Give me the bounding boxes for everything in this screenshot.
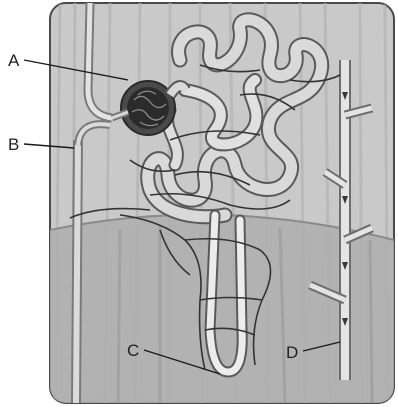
label-a-text: A <box>8 51 20 70</box>
label-b-text: B <box>8 135 19 154</box>
label-d-text: D <box>286 343 298 362</box>
label-c-text: C <box>127 341 139 360</box>
